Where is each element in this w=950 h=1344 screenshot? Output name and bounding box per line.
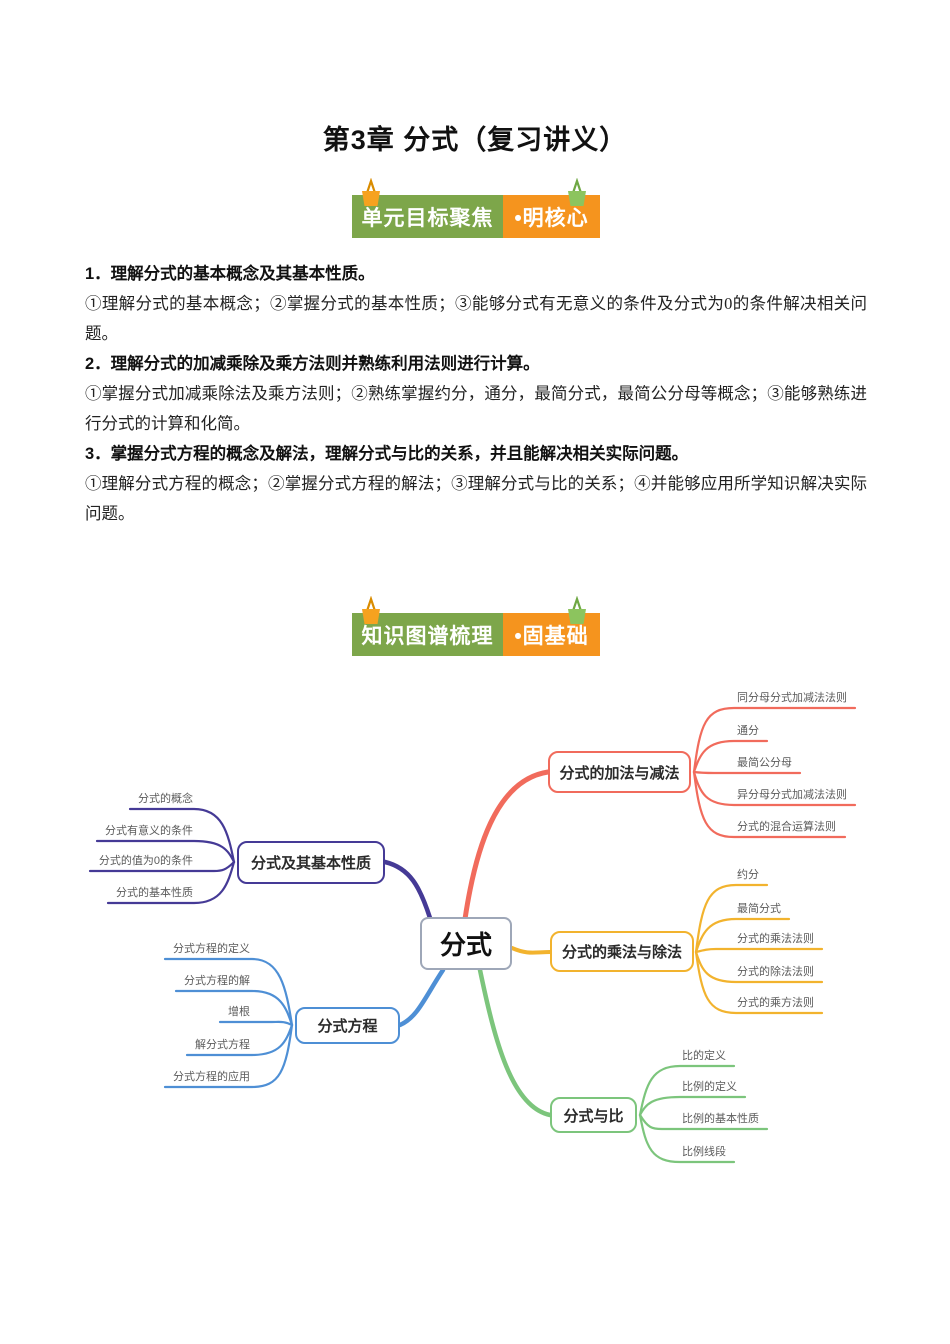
mindmap-leaf: 分式的混合运算法则 bbox=[737, 821, 836, 833]
mindmap-leaf: 分式的乘方法则 bbox=[737, 997, 814, 1009]
mindmap-leaf: 分式方程的解 bbox=[184, 975, 250, 987]
leaf-lines-blue bbox=[163, 957, 294, 1089]
mindmap-leaf: 比例的基本性质 bbox=[682, 1113, 759, 1125]
leaf-lines-yellow bbox=[694, 883, 824, 1015]
mindmap-leaf: 最简分式 bbox=[737, 903, 781, 915]
binder-clip-icon bbox=[568, 596, 586, 624]
mindmap-leaf: 比例线段 bbox=[682, 1146, 726, 1158]
mindmap-leaf: 最简公分母 bbox=[737, 757, 792, 769]
binder-clip-icon bbox=[568, 178, 586, 206]
mindmap-leaf: 约分 bbox=[737, 869, 759, 881]
branch-curve-purple bbox=[382, 859, 433, 921]
banner-knowledge-map: 知识图谱梳理 •固基础 bbox=[352, 596, 600, 656]
mindmap-connector-lines bbox=[88, 706, 857, 1164]
leaf-lines-green bbox=[638, 1064, 769, 1164]
objective-heading: 1．理解分式的基本概念及其基本性质。 bbox=[85, 265, 375, 283]
objectives-section: 1．理解分式的基本概念及其基本性质。 ①理解分式的基本概念；②掌握分式的基本性质… bbox=[85, 259, 867, 529]
mindmap-leaf: 解分式方程 bbox=[195, 1039, 250, 1051]
objective-detail: ①掌握分式加减乘除法及乘方法则；②熟练掌握约分，通分，最简分式，最简公分母等概念… bbox=[85, 384, 867, 433]
banner-unit-goals: 单元目标聚焦 •明核心 bbox=[352, 178, 600, 238]
binder-clip-icon bbox=[362, 596, 380, 624]
mindmap-leaf: 分式有意义的条件 bbox=[105, 825, 193, 837]
mindmap-leaf: 同分母分式加减法法则 bbox=[737, 692, 847, 704]
mindmap: 分式 分式及其基本性质 分式的加法与减法 分式的乘法与除法 分式方程 分式与比 … bbox=[0, 672, 950, 1232]
mindmap-branch-multiply-divide: 分式的乘法与除法 bbox=[550, 931, 694, 972]
mindmap-leaf: 比的定义 bbox=[682, 1050, 726, 1062]
mindmap-leaf: 分式方程的应用 bbox=[173, 1071, 250, 1083]
binder-clip-icon bbox=[362, 178, 380, 206]
mindmap-branch-add-subtract: 分式的加法与减法 bbox=[548, 751, 691, 793]
mindmap-leaf: 分式方程的定义 bbox=[173, 943, 250, 955]
banner-green-label: 知识图谱梳理 bbox=[352, 613, 503, 656]
branch-curve-blue bbox=[397, 967, 446, 1028]
branch-curve-green bbox=[477, 967, 553, 1118]
mindmap-leaf: 增根 bbox=[228, 1006, 250, 1018]
mindmap-leaf: 分式的乘法法则 bbox=[737, 933, 814, 945]
branch-curve-red bbox=[462, 769, 551, 922]
mindmap-leaf: 分式的基本性质 bbox=[116, 887, 193, 899]
mindmap-branch-basic-properties: 分式及其基本性质 bbox=[237, 841, 385, 884]
mindmap-leaf: 通分 bbox=[737, 725, 759, 737]
objective-detail: ①理解分式方程的概念；②掌握分式方程的解法；③理解分式与比的关系；④并能够应用所… bbox=[85, 474, 867, 523]
mindmap-leaf: 分式的概念 bbox=[138, 793, 193, 805]
page-title: 第3章 分式（复习讲义） bbox=[322, 125, 628, 155]
leaf-lines-purple bbox=[88, 807, 236, 905]
mindmap-leaf: 分式的除法法则 bbox=[737, 966, 814, 978]
branch-curve-yellow bbox=[510, 946, 552, 955]
objective-heading: 2．理解分式的加减乘除及乘方法则并熟练利用法则进行计算。 bbox=[85, 355, 540, 373]
objective-heading: 3．掌握分式方程的概念及解法，理解分式与比的关系，并且能解决相关实际问题。 bbox=[85, 445, 689, 463]
objective-detail: ①理解分式的基本概念；②掌握分式的基本性质；③能够分式有无意义的条件及分式为0的… bbox=[85, 294, 867, 343]
banner-green-label: 单元目标聚焦 bbox=[352, 195, 503, 238]
mindmap-root-node: 分式 bbox=[420, 917, 512, 970]
leaf-lines-red bbox=[692, 706, 857, 839]
banner-orange-label: •明核心 bbox=[503, 195, 600, 238]
mindmap-leaf: 分式的值为0的条件 bbox=[98, 855, 193, 867]
mindmap-leaf: 比例的定义 bbox=[682, 1081, 737, 1093]
mindmap-branch-fraction-equation: 分式方程 bbox=[295, 1007, 400, 1044]
mindmap-branch-fraction-ratio: 分式与比 bbox=[550, 1097, 637, 1133]
mindmap-leaf: 异分母分式加减法法则 bbox=[737, 789, 847, 801]
